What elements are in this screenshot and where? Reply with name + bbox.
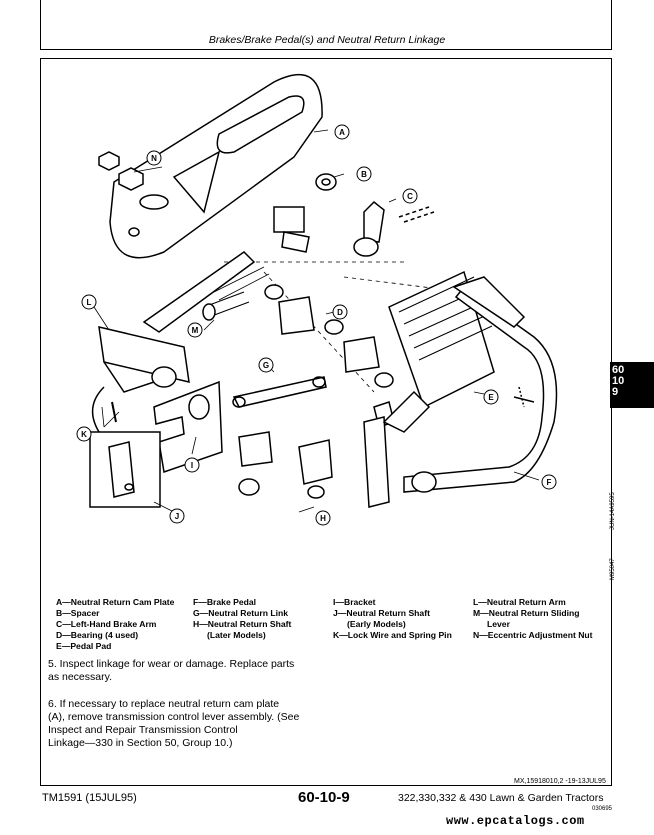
return-link-g <box>232 376 327 408</box>
bearing-d1 <box>278 296 315 335</box>
legend-item: A—Neutral Return Cam Plate <box>56 597 175 607</box>
watermark: www.epcatalogs.com <box>446 814 585 828</box>
header-frame <box>40 0 612 50</box>
page-number: 60-10-9 <box>298 789 350 806</box>
legend-item: D—Bearing (4 used) <box>56 630 139 640</box>
legend-column-3: I—Bracket J—Neutral Return Shaft (Early … <box>333 597 452 641</box>
callout-b: B <box>361 170 367 179</box>
exploded-parts-diagram: A B C D E F G H I J K L M N <box>76 73 558 526</box>
legend-item: F—Brake Pedal <box>193 597 257 607</box>
callout-i: I <box>191 461 193 470</box>
brake-arm-c <box>363 200 385 243</box>
callout-c: C <box>407 192 413 201</box>
legend-item: K—Lock Wire and Spring Pin <box>333 630 452 640</box>
callout-f: F <box>547 478 552 487</box>
page-title: Brakes/Brake Pedal(s) and Neutral Return… <box>208 34 446 46</box>
legend-column-1: A—Neutral Return Cam Plate B—Spacer C—Le… <box>56 597 174 652</box>
content-frame <box>40 58 612 786</box>
callout-j: J <box>175 512 179 521</box>
side-code-2: M95047 <box>610 558 616 580</box>
footer-code: 030695 <box>592 806 613 812</box>
section-tab: 60 10 9 <box>610 362 654 408</box>
legend-item: (Later Models) <box>207 630 266 640</box>
legend-item: H—Neutral Return Shaft <box>193 619 292 629</box>
lock-wire-k <box>91 386 105 433</box>
callout-n: N <box>151 154 157 163</box>
reference-code: MX,15918010,2 -19-13JUL95 <box>514 778 606 785</box>
callout-d: D <box>337 308 343 317</box>
instruction-step-5: 5. Inspect linkage for wear or damage. R… <box>48 658 295 683</box>
sliding-lever-m <box>142 251 256 333</box>
legend-item: J—Neutral Return Shaft <box>333 608 430 618</box>
callout-a: A <box>339 128 345 137</box>
legend-item: M—Neutral Return Sliding <box>473 608 580 618</box>
legend-item: I—Bracket <box>333 597 376 607</box>
legend-item: N—Eccentric Adjustment Nut <box>473 630 593 640</box>
bearing-d2 <box>343 336 380 373</box>
legend-column-2: F—Brake Pedal G—Neutral Return Link H—Ne… <box>193 597 291 641</box>
legend-item: C—Left-Hand Brake Arm <box>56 619 157 629</box>
product-line: 322,330,332 & 430 Lawn & Garden Tractors <box>398 792 604 804</box>
legend-item: Lever <box>487 619 510 629</box>
callout-h: H <box>320 514 326 523</box>
bracket-i <box>153 380 223 473</box>
side-code-1: JUN-14A9595 <box>610 492 616 530</box>
nut-n <box>118 167 144 191</box>
legend-item: B—Spacer <box>56 608 100 618</box>
spacer-b <box>315 173 337 191</box>
manual-id: TM1591 (15JUL95) <box>42 792 137 804</box>
instruction-step-6: 6. If necessary to replace neutral retur… <box>48 698 300 749</box>
legend-column-4: L—Neutral Return Arm M—Neutral Return Sl… <box>473 597 593 641</box>
callout-l: L <box>87 298 92 307</box>
legend-item: L—Neutral Return Arm <box>473 597 566 607</box>
return-shaft-h <box>298 439 333 485</box>
legend-item: G—Neutral Return Link <box>193 608 289 618</box>
brake-pedal-f <box>403 285 558 493</box>
callout-g: G <box>263 361 269 370</box>
callout-m: M <box>192 326 199 335</box>
callout-e: E <box>488 393 494 402</box>
callout-k: K <box>81 430 87 439</box>
legend-item: E—Pedal Pad <box>56 641 112 651</box>
legend-item: (Early Models) <box>347 619 406 629</box>
